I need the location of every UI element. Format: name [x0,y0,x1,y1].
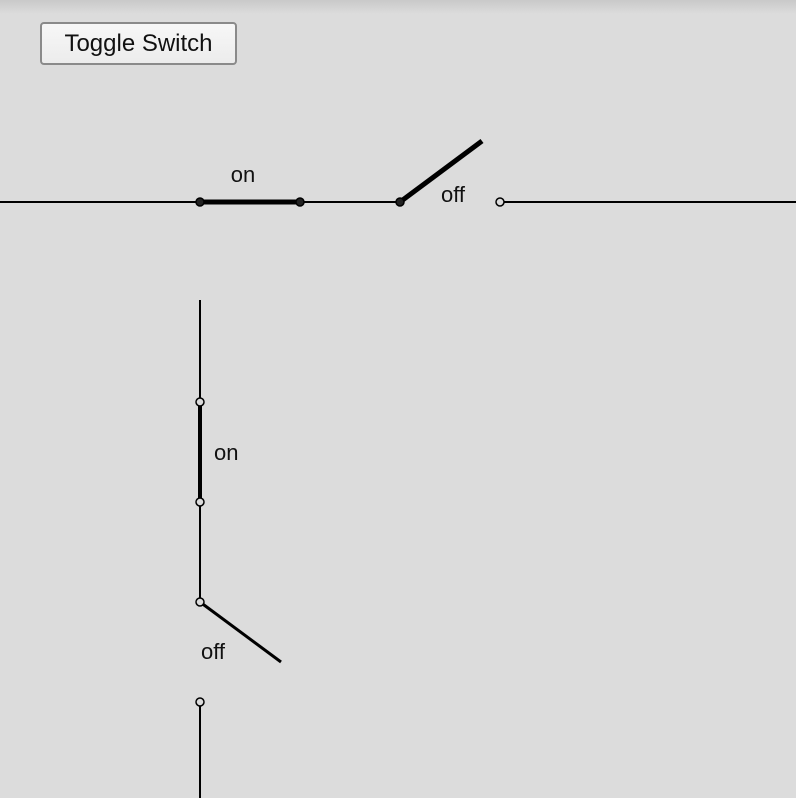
switch-on[interactable]: on [195,397,238,507]
switch-terminal [495,197,505,207]
switch-off[interactable]: off [395,138,505,207]
horizontal-circuit: on off [0,138,796,207]
switch-terminal [195,497,205,507]
switch-terminal [195,697,205,707]
switch-terminal [195,397,205,407]
switch-on[interactable]: on [195,162,305,207]
vertical-circuit: on off [195,300,282,798]
switch-terminal [395,197,405,207]
switch-terminal [195,597,205,607]
switch-state-label: off [201,639,226,664]
top-shade [0,0,796,14]
switch-terminal [295,197,305,207]
switch-state-label: off [441,182,466,207]
switch-off[interactable]: off [195,597,282,707]
switch-blade [398,138,484,205]
switch-state-label: on [231,162,255,187]
switch-blade [199,600,282,664]
toggle-switch-button[interactable]: Toggle Switch [40,22,237,65]
switch-state-label: on [214,440,238,465]
switch-terminal [195,197,205,207]
